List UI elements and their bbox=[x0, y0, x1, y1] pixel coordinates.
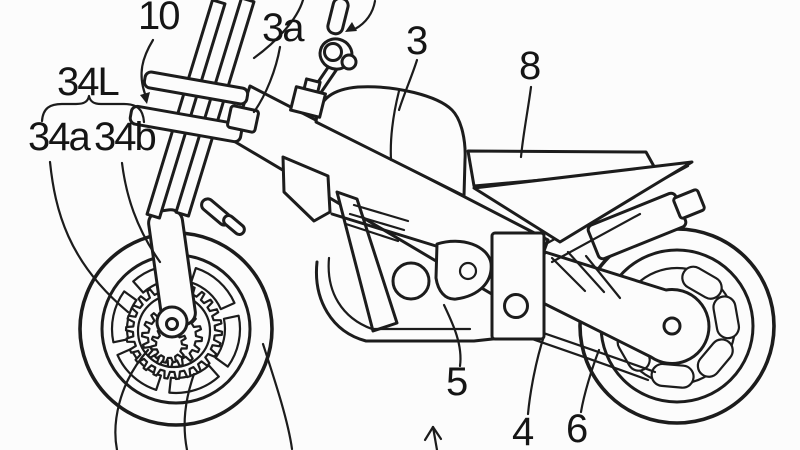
spoke-opening bbox=[696, 338, 734, 378]
engine-side-cover bbox=[434, 239, 493, 301]
pivot-plate bbox=[490, 231, 546, 341]
handlebar bbox=[252, 0, 358, 119]
tail-cowl bbox=[472, 160, 694, 244]
handlebar-grip bbox=[326, 0, 350, 36]
spoke-opening bbox=[681, 265, 723, 300]
ref-label-6: 6 bbox=[566, 407, 588, 450]
triple-clamp-upper bbox=[142, 70, 250, 106]
leader-34a bbox=[48, 160, 130, 314]
spoke-opening bbox=[650, 362, 695, 389]
leader-5 bbox=[442, 303, 462, 368]
brake-cable bbox=[252, 0, 305, 60]
leader-cutoff-2 bbox=[183, 372, 196, 450]
steering-direction-arrow bbox=[345, 0, 377, 32]
spoke-opening bbox=[712, 295, 741, 340]
leader-lines bbox=[40, 38, 601, 450]
stator-segment bbox=[214, 314, 242, 368]
ref-label-3a: 3a bbox=[262, 6, 304, 50]
engine-belly-outer bbox=[314, 260, 522, 343]
stator-segment bbox=[116, 347, 162, 391]
bar-end-knob bbox=[340, 53, 358, 71]
seat-tail bbox=[466, 149, 694, 264]
leader-34b bbox=[120, 161, 162, 264]
swingarm bbox=[527, 250, 711, 365]
triple-clamp-lower bbox=[128, 104, 244, 144]
ref-label-5: 5 bbox=[446, 360, 468, 404]
leader-10-arrowhead bbox=[140, 92, 150, 104]
ref-label-10: 10 bbox=[138, 0, 180, 38]
rear-axle bbox=[662, 316, 682, 336]
fork-tube-right bbox=[174, 0, 256, 218]
clutch-cover bbox=[391, 261, 431, 301]
ref-label-34L: 34L bbox=[57, 60, 120, 104]
leader-cutoff-1 bbox=[114, 348, 150, 450]
fork-tube-left bbox=[145, 0, 227, 220]
front-axle bbox=[165, 317, 179, 331]
headtube-bracket bbox=[226, 104, 260, 134]
engine bbox=[281, 155, 522, 343]
leader-8 bbox=[519, 85, 533, 159]
suspension-link-2 bbox=[222, 214, 246, 236]
stem-mount bbox=[289, 85, 327, 119]
ref-label-3: 3 bbox=[406, 19, 428, 63]
front-fork bbox=[128, 0, 260, 339]
stator-segment bbox=[190, 267, 236, 311]
leader-6 bbox=[579, 348, 601, 414]
leader-3 bbox=[397, 58, 419, 112]
leader-10 bbox=[140, 38, 155, 96]
ref-label-8: 8 bbox=[519, 44, 541, 88]
pivot-bolt bbox=[503, 293, 529, 319]
muffler-tip bbox=[672, 188, 706, 220]
ref-label-34b: 34b bbox=[94, 115, 157, 159]
upward-direction-arrow bbox=[423, 425, 443, 450]
engine-mount-plate bbox=[281, 155, 332, 223]
engine-belly-inner bbox=[327, 256, 472, 331]
leader-4 bbox=[526, 334, 546, 416]
leader-cutoff-3 bbox=[261, 342, 294, 450]
fuel-tank bbox=[314, 85, 467, 198]
ref-label-34a: 34a bbox=[28, 115, 91, 159]
brace-34L bbox=[40, 94, 146, 124]
ref-label-4: 4 bbox=[512, 410, 534, 450]
muffler bbox=[586, 188, 706, 261]
leader-3a bbox=[252, 45, 282, 114]
